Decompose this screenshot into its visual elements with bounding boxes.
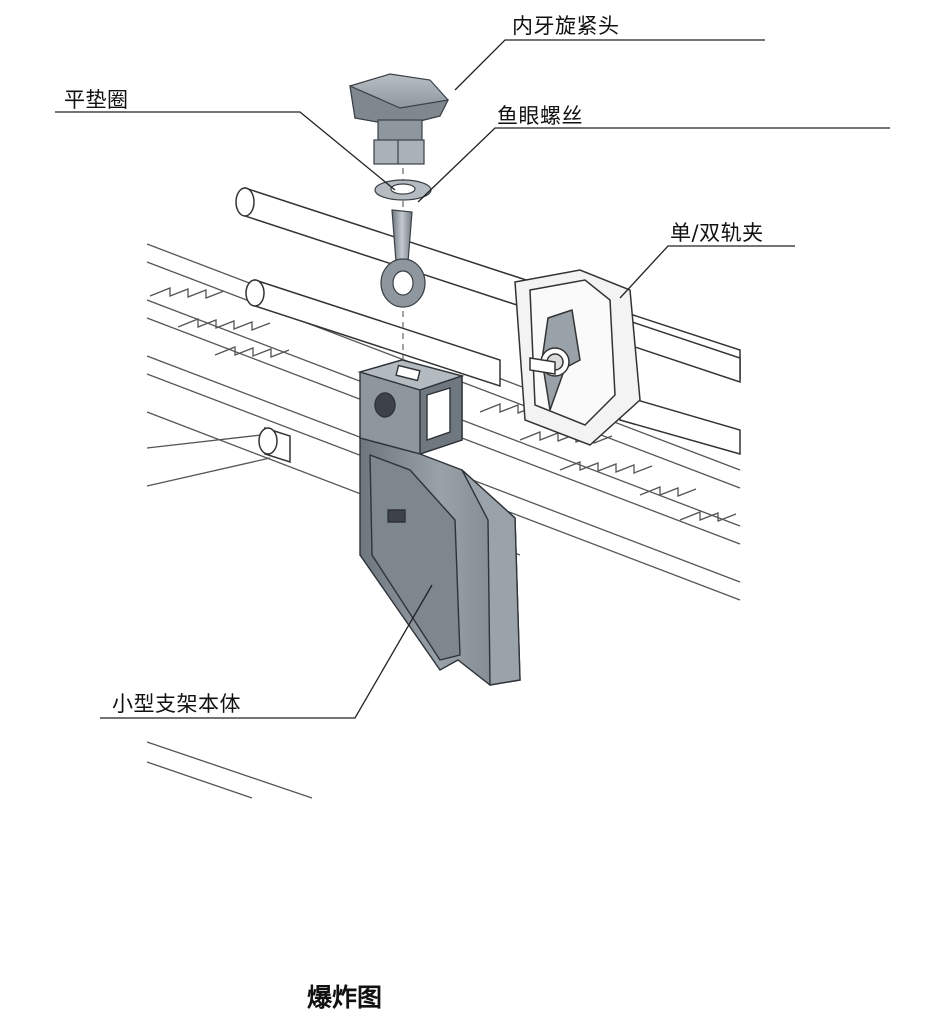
leader-bracket xyxy=(100,584,433,719)
bracket-body xyxy=(357,359,521,686)
leader-knob xyxy=(454,39,765,91)
label-eye-bolt: 鱼眼螺丝 xyxy=(497,104,583,128)
label-washer: 平垫圈 xyxy=(64,88,129,112)
label-bracket: 小型支架本体 xyxy=(112,692,241,716)
leader-eye-bolt xyxy=(417,127,890,203)
rail-clamp xyxy=(514,269,641,446)
leader-lines xyxy=(55,39,890,719)
label-rail-clamp: 单/双轨夹 xyxy=(670,221,764,245)
star-knob xyxy=(349,73,450,165)
label-knob: 内牙旋紧头 xyxy=(512,14,620,38)
leader-washer xyxy=(55,111,396,191)
caption-exploded-view: 爆炸图 xyxy=(307,983,383,1012)
leader-rail-clamp xyxy=(619,245,795,299)
eye-bolt xyxy=(380,209,426,308)
rail-rods xyxy=(235,186,741,464)
